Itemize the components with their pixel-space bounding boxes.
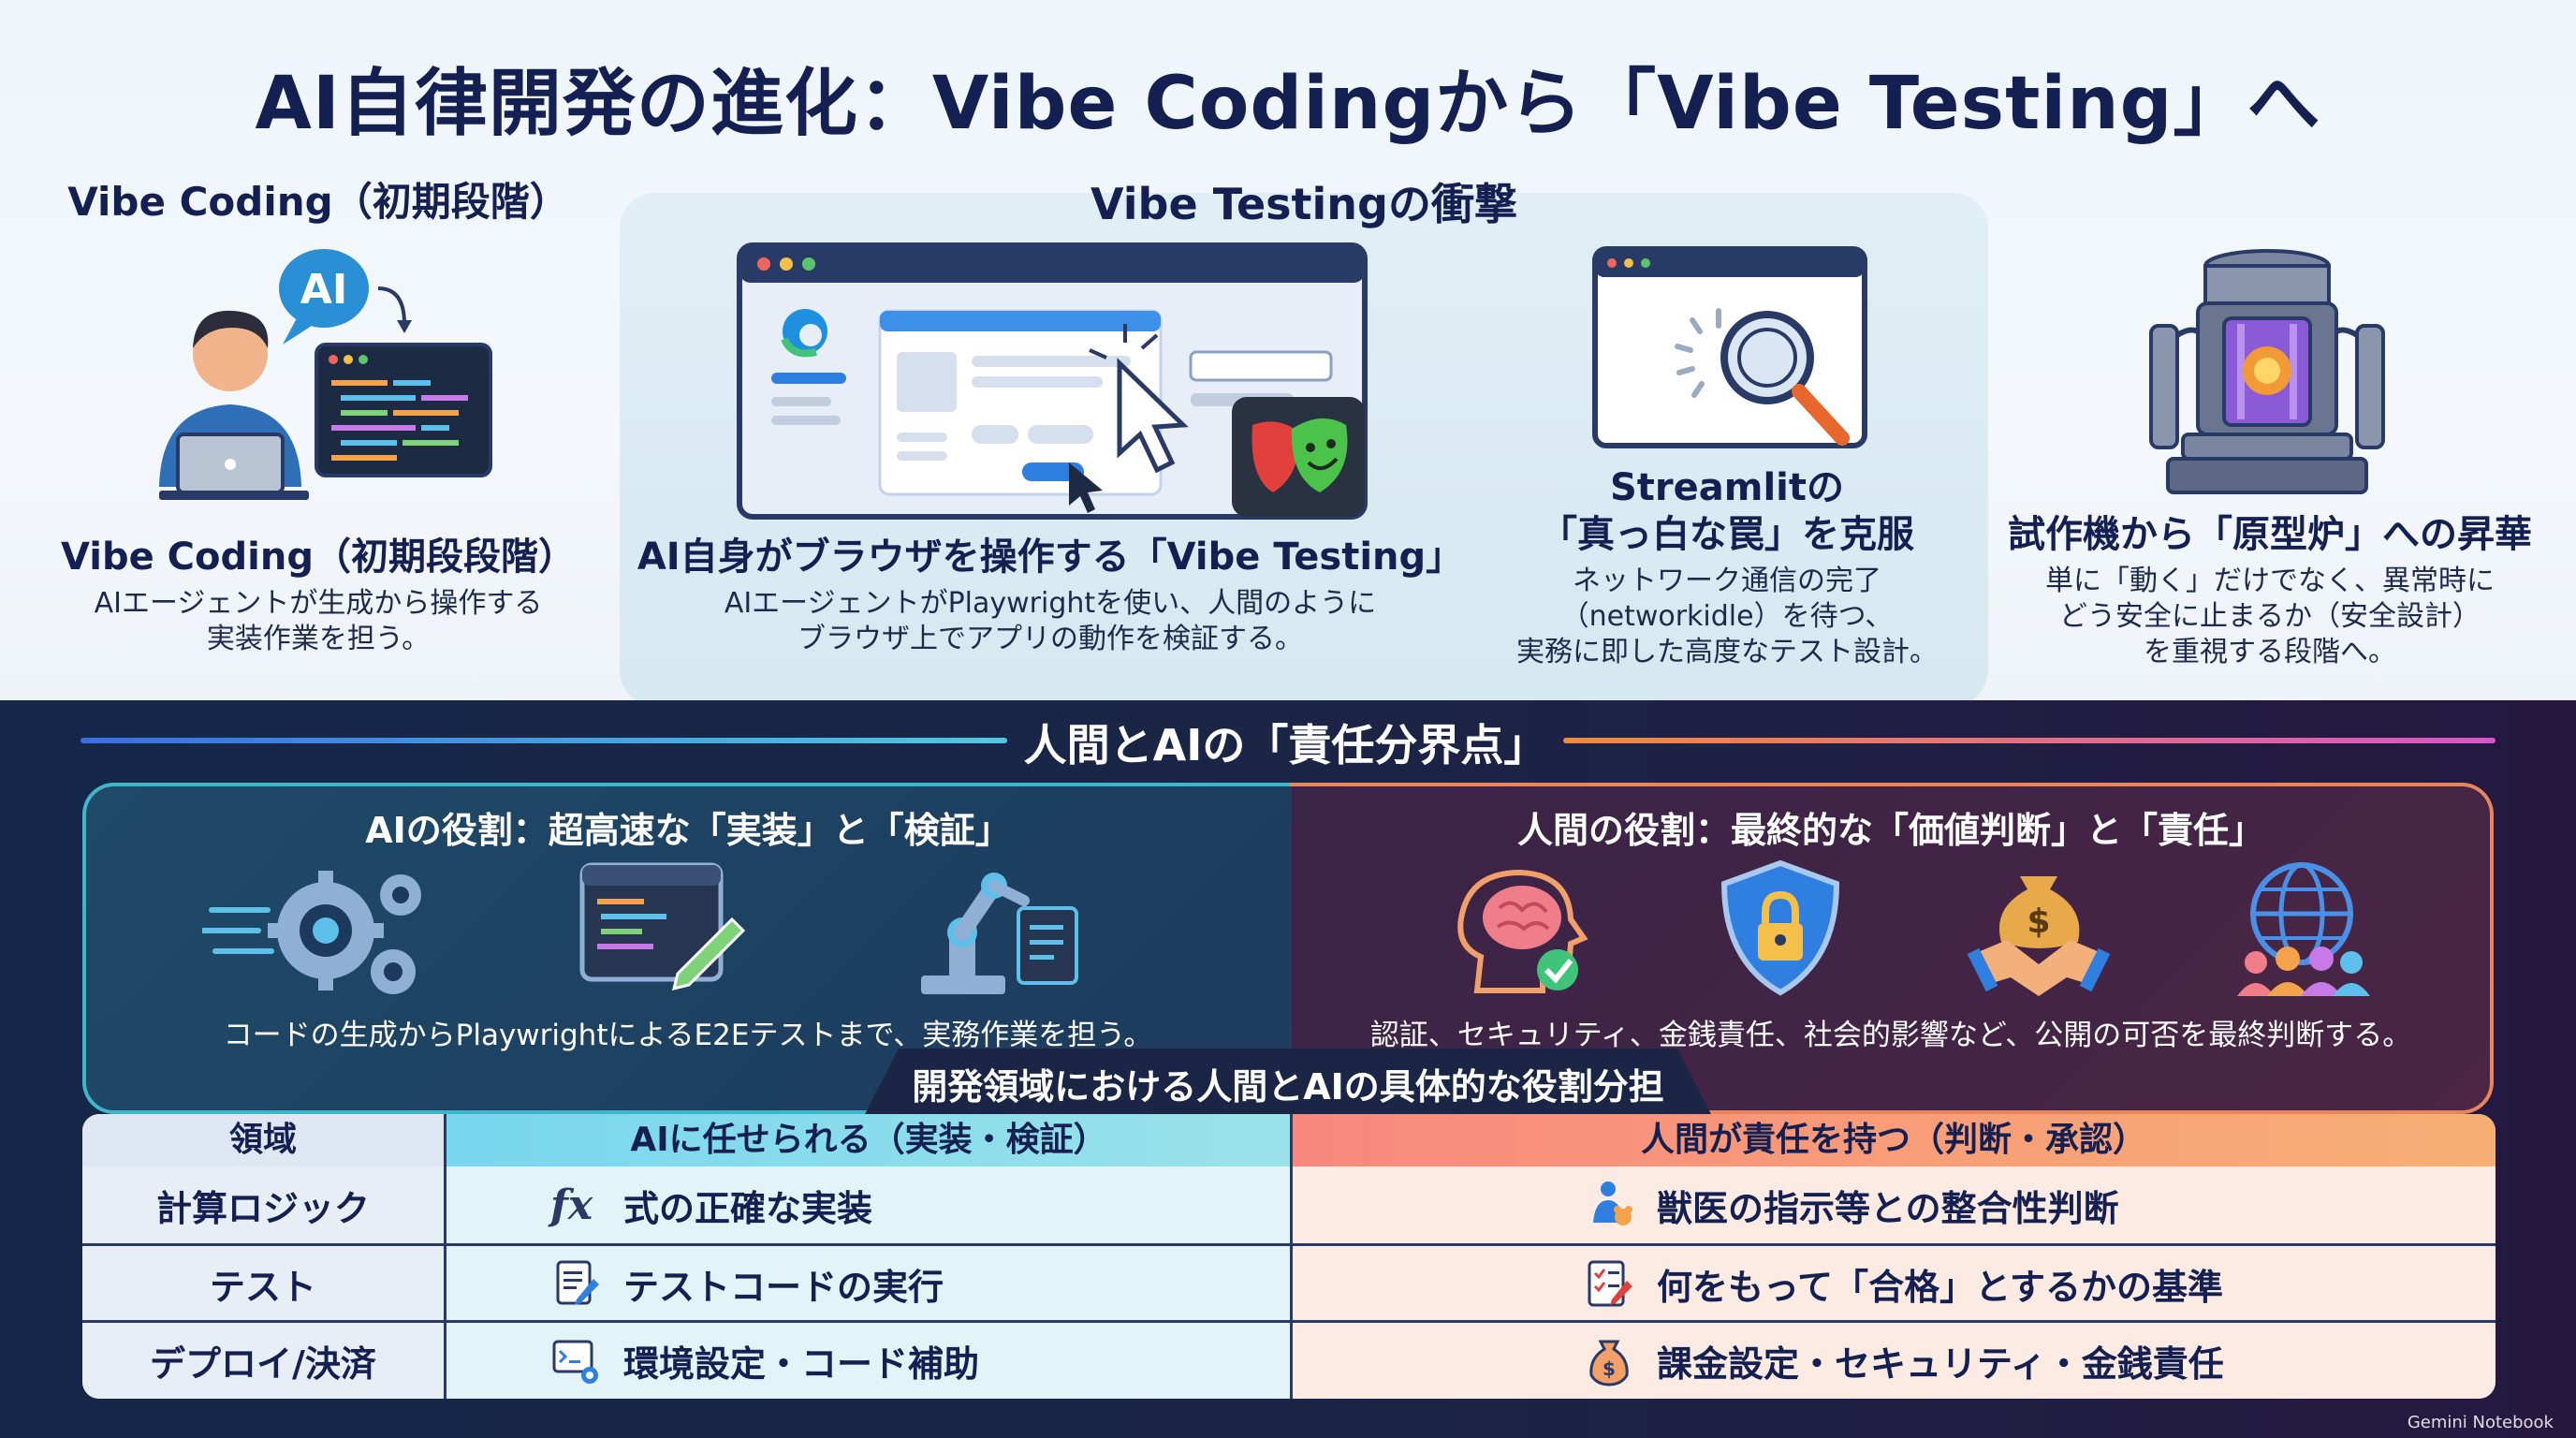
checklist-icon bbox=[1588, 1260, 1632, 1307]
vibe-testing-header: Vibe Testingの衝撃 bbox=[1090, 179, 1517, 229]
vibe-testing-desc-line2: ブラウザ上でアプリの動作を検証する。 bbox=[798, 623, 1303, 655]
playwright-masks-icon bbox=[1232, 397, 1365, 517]
vibe-testing-card-title: AI自身がブラウザを操作する「Vibe Testing」 bbox=[637, 536, 1464, 579]
human-role-desc: 認証、セキュリティ、金銭責任、社会的影響など、公開の可否を最終判断する。 bbox=[1369, 1019, 2412, 1052]
row-1-domain: 計算ロジック bbox=[155, 1187, 370, 1229]
reactor-desc-line1: 単に「動く」だけでなく、異常時に bbox=[2045, 565, 2495, 597]
vibe-coding-desc-line2: 実装作業を担う。 bbox=[206, 623, 431, 655]
brain-check-icon bbox=[1457, 869, 1588, 993]
row-3-ai-text: 環境設定・コード補助 bbox=[623, 1343, 980, 1385]
vibe-testing-desc-line1: AIエージェントがPlaywrightを使い、人間のように bbox=[724, 587, 1377, 620]
test-doc-icon bbox=[556, 1260, 599, 1305]
speed-gears-icon bbox=[202, 871, 421, 994]
left-divider-line bbox=[80, 738, 1007, 743]
roles-table: 領域 AIに任せられる（実装・検証） 人間が責任を持つ（判断・承認） 計算ロジッ… bbox=[82, 1114, 2496, 1399]
table-header-domain: 領域 bbox=[228, 1121, 297, 1159]
row-1-human-text: 獣医の指示等との整合性判断 bbox=[1657, 1187, 2119, 1229]
globe-people-icon bbox=[2237, 862, 2370, 996]
table-header-human-cell bbox=[1292, 1114, 2496, 1167]
code-edit-icon bbox=[579, 862, 746, 991]
row-3-human-text: 課金設定・セキュリティ・金銭責任 bbox=[1657, 1343, 2224, 1385]
svg-text:$: $ bbox=[2027, 902, 2050, 941]
row-1-human: 獣医の指示等との整合性判断 bbox=[1584, 1167, 2482, 1243]
cursor-click-icon bbox=[1089, 324, 1189, 474]
fx-icon: fx bbox=[550, 1181, 593, 1229]
loading-spinner-icon bbox=[1675, 308, 1721, 398]
row-3-domain: デプロイ/決済 bbox=[150, 1343, 376, 1385]
streamlit-desc-line3: 実務に即した高度なテスト設計。 bbox=[1516, 636, 1938, 668]
human-column bbox=[1292, 1167, 2496, 1399]
edge-logo-icon bbox=[781, 309, 827, 358]
code-window-icon bbox=[315, 343, 492, 477]
terminal-gear-icon bbox=[552, 1340, 598, 1384]
table-header-human: 人間が責任を持つ（判断・承認） bbox=[1640, 1121, 2146, 1159]
reactor-title: 試作機から「原型炉」への昇華 bbox=[2008, 513, 2532, 556]
streamlit-loading-illustration bbox=[1592, 246, 1867, 448]
streamlit-title-line2: 「真っ白な罠」を克服 bbox=[1540, 513, 1914, 556]
human-role-title: 人間の役割：最終的な「価値判断」と「責任」 bbox=[1516, 810, 2264, 851]
shield-lock-icon bbox=[1720, 859, 1840, 996]
streamlit-desc-line1: ネットワーク通信の完了 bbox=[1573, 565, 1881, 597]
developer-icon bbox=[159, 310, 309, 500]
row-2-ai-text: テストコードの実行 bbox=[623, 1266, 944, 1308]
row-2-ai: テストコードの実行 bbox=[550, 1246, 1281, 1321]
developer-illustration: AI bbox=[159, 249, 492, 500]
magnifier-icon bbox=[1720, 311, 1850, 446]
column-divider-2 bbox=[1290, 1114, 1293, 1399]
ai-role-desc: コードの生成からPlaywrightによるE2Eテストまで、実務作業を担う。 bbox=[223, 1019, 1153, 1052]
table-header-domain-cell bbox=[82, 1114, 444, 1167]
row-divider-2 bbox=[82, 1320, 2496, 1323]
vibe-coding-header: Vibe Coding（初期段階） bbox=[67, 179, 569, 225]
page-title: AI自律開発の進化：Vibe Codingから「Vibe Testing」へ bbox=[255, 62, 2321, 146]
reactor-desc-line2: どう安全に止まるか（安全設計） bbox=[2059, 600, 2481, 633]
table-header-ai-cell bbox=[446, 1114, 1382, 1167]
vibe-coding-desc-line1: AIエージェントが生成から操作する bbox=[94, 587, 543, 620]
row-1-ai: fx 式の正確な実装 bbox=[550, 1167, 1281, 1243]
row-2-human-text: 何をもって「合格」とするかの基準 bbox=[1657, 1266, 2223, 1308]
svg-text:$: $ bbox=[1603, 1357, 1616, 1380]
reactor-illustration bbox=[2149, 249, 2385, 494]
streamlit-title-line1: Streamlitの bbox=[1610, 466, 1844, 509]
gemini-notebook-watermark: Gemini Notebook bbox=[2407, 1413, 2554, 1432]
ai-role-title: AIの役割：超高速な「実装」と「検証」 bbox=[365, 810, 1011, 851]
browser-illustration bbox=[737, 242, 1368, 520]
ai-bubble-icon: AI bbox=[279, 249, 369, 345]
table-header-ai: AIに任せられる（実装・検証） bbox=[630, 1121, 1107, 1159]
pencil-icon bbox=[671, 917, 746, 991]
vet-icon bbox=[1593, 1181, 1632, 1225]
row-3-human: $ 課金設定・セキュリティ・金銭責任 bbox=[1584, 1323, 2482, 1399]
robot-arm-icon bbox=[921, 873, 1078, 994]
row-1-ai-text: 式の正確な実装 bbox=[623, 1187, 873, 1229]
role-panel-divider bbox=[1288, 786, 1292, 1110]
right-divider-line bbox=[1563, 738, 2496, 743]
svg-text:AI: AI bbox=[300, 266, 347, 314]
reactor-desc-line3: を重視する段階へ。 bbox=[2144, 636, 2396, 668]
money-bag-icon: $ bbox=[1589, 1340, 1629, 1387]
row-3-ai: 環境設定・コード補助 bbox=[550, 1323, 1281, 1399]
domain-column bbox=[82, 1167, 444, 1399]
row-2-domain: テスト bbox=[209, 1266, 316, 1308]
row-2-human: 何をもって「合格」とするかの基準 bbox=[1584, 1246, 2482, 1321]
table-caption-tab bbox=[861, 1049, 1715, 1122]
table-caption: 開発領域における人間とAIの具体的な役割分担 bbox=[912, 1066, 1664, 1108]
column-divider-1 bbox=[444, 1114, 446, 1399]
vibe-coding-card-title: Vibe Coding（初期段段階） bbox=[61, 536, 576, 579]
responsibility-section-title: 人間とAIの「責任分界点」 bbox=[1023, 720, 1547, 770]
money-handshake-icon: $ bbox=[1967, 876, 2111, 996]
streamlit-desc-line2: （networkidle）を待つ、 bbox=[1560, 600, 1894, 633]
row-divider-1 bbox=[82, 1243, 2496, 1246]
